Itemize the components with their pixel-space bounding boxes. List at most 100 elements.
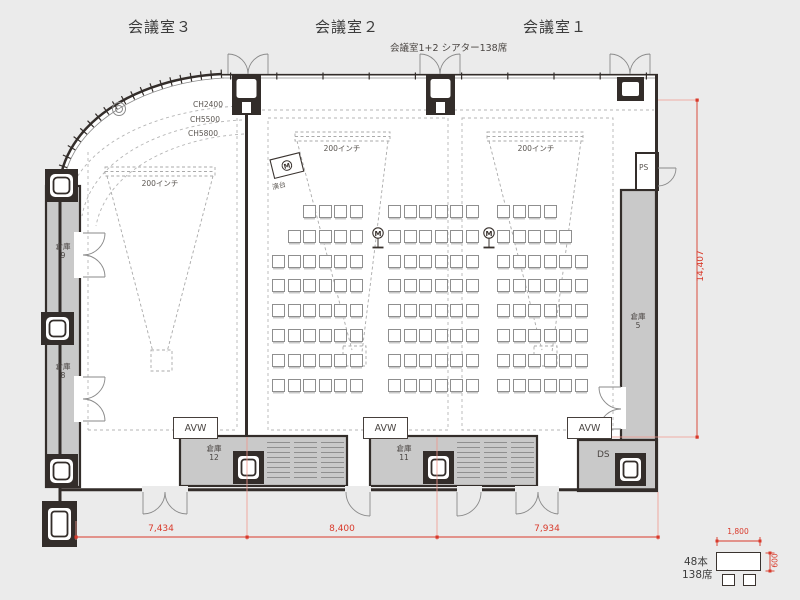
seat — [575, 279, 588, 293]
seat — [388, 329, 401, 342]
legend-table-width: 1,800 — [727, 527, 749, 536]
svg-text:M: M — [375, 230, 382, 238]
seat — [403, 329, 417, 342]
seat — [434, 304, 448, 318]
door-arcs — [82, 53, 677, 517]
seat — [450, 205, 464, 218]
partition-tracks — [87, 112, 614, 431]
ps-label: PS — [639, 163, 649, 172]
seat — [528, 329, 542, 342]
seat — [466, 205, 479, 218]
avw-box: AVW — [363, 417, 408, 439]
seat — [559, 304, 573, 318]
seat — [543, 229, 557, 243]
seat — [334, 279, 348, 293]
seat — [559, 229, 573, 243]
seat — [528, 304, 542, 318]
stacked-chairs-area — [267, 442, 344, 480]
columns — [41, 74, 646, 547]
dimension-bottom-mid: 8,400 — [329, 524, 355, 534]
seat — [303, 205, 317, 218]
seat — [388, 229, 401, 243]
seat — [287, 353, 301, 367]
ceiling-height-label: CH5800 — [188, 129, 218, 138]
seat — [543, 254, 557, 268]
seat — [543, 279, 557, 293]
combined-capacity-note: 会議室1+2 シアター138席 — [390, 43, 508, 54]
seat — [287, 304, 301, 318]
seat — [450, 254, 464, 268]
seat — [388, 304, 401, 318]
door-gaps — [74, 232, 626, 429]
seat — [528, 254, 542, 268]
microphone-icon: M — [483, 227, 495, 249]
seat — [272, 304, 285, 318]
seat — [543, 353, 557, 367]
dimension-bottom-right: 7,934 — [534, 524, 560, 534]
seat — [419, 329, 433, 342]
seat — [559, 329, 573, 342]
seat — [403, 205, 417, 218]
screen-size-label: 200インチ — [141, 179, 179, 188]
seat — [575, 378, 588, 392]
seat — [403, 254, 417, 268]
seat — [303, 254, 317, 268]
seat — [528, 229, 542, 243]
seat — [543, 304, 557, 318]
seat — [334, 353, 348, 367]
seat — [403, 304, 417, 318]
seat — [512, 279, 526, 293]
seat — [318, 205, 332, 218]
seat — [272, 279, 285, 293]
bottom-door-gaps — [142, 486, 559, 494]
legend-chair-icon — [722, 574, 735, 586]
seat — [450, 329, 464, 342]
seat — [388, 279, 401, 293]
seat — [303, 329, 317, 342]
seat — [287, 254, 301, 268]
screen-size-label: 200インチ — [517, 144, 555, 153]
ceiling-height-label: CH2400 — [193, 100, 223, 109]
seat — [272, 254, 285, 268]
seat — [575, 304, 588, 318]
seat — [303, 378, 317, 392]
seat — [559, 378, 573, 392]
seat — [318, 329, 332, 342]
seat — [434, 378, 448, 392]
seat — [575, 353, 588, 367]
legend-table-depth: 600 — [770, 553, 780, 568]
seat — [388, 205, 401, 218]
seat — [450, 229, 464, 243]
seat — [272, 329, 285, 342]
seat — [388, 353, 401, 367]
seat — [318, 279, 332, 293]
seat — [334, 378, 348, 392]
microphone-icon: M — [372, 227, 384, 249]
seat — [512, 254, 526, 268]
seat — [318, 229, 332, 243]
screen-size-label: 200インチ — [323, 144, 361, 153]
legend-chair-icon — [743, 574, 756, 586]
seat — [334, 229, 348, 243]
seat — [388, 378, 401, 392]
seat — [559, 353, 573, 367]
seat — [318, 353, 332, 367]
seat — [350, 304, 363, 318]
seat — [350, 329, 363, 342]
seat — [287, 329, 301, 342]
ceiling-fixture — [112, 102, 126, 116]
legend-seat-count: 138席 — [682, 569, 713, 581]
ds-label: DS — [597, 450, 610, 460]
seat — [287, 279, 301, 293]
seat — [497, 279, 510, 293]
seat — [350, 378, 363, 392]
seat — [466, 229, 479, 243]
seat — [528, 378, 542, 392]
seat — [434, 329, 448, 342]
seat — [543, 329, 557, 342]
seat — [303, 304, 317, 318]
seat — [318, 378, 332, 392]
seat — [419, 205, 433, 218]
